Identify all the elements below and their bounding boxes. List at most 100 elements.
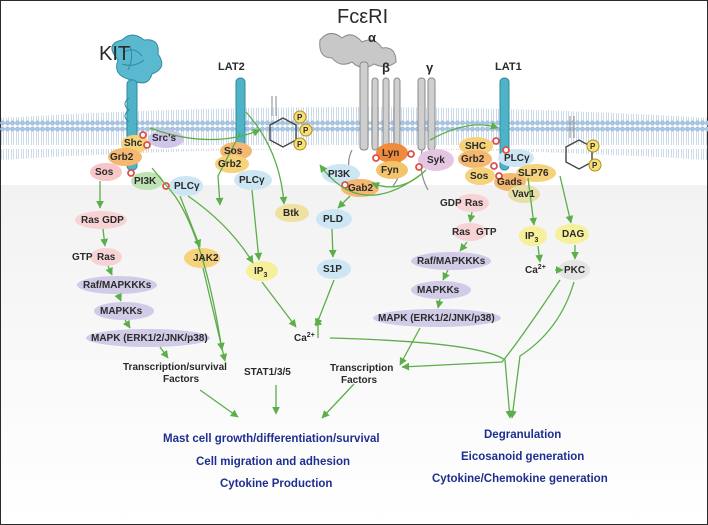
phospho-1: P: [297, 113, 303, 122]
outcome-left-3: Cytokine Production: [220, 478, 332, 490]
outcome-left-2: Cell migration and adhesion: [196, 456, 350, 468]
gab2-label: Gab2: [348, 183, 373, 194]
pip2-lipid-left: [269, 96, 313, 151]
lat1-tf-label-1: Transcription: [330, 363, 393, 374]
alpha-label: α: [368, 30, 376, 45]
kit-mapkks-label: MAPKKs: [100, 306, 143, 317]
phospho-3: P: [297, 140, 303, 149]
outcome-right-2: Eicosanoid generation: [461, 451, 584, 463]
dag-blob: [555, 224, 589, 244]
lat1-rasgdp-blob: [455, 194, 489, 212]
vav1-label: Vav1: [512, 189, 535, 200]
pkc-blob: [558, 260, 590, 280]
lat1-ca-sup: 2+: [538, 264, 546, 271]
kit-plcg-label: PLCγ: [174, 181, 200, 192]
kit-grb2-blob: [108, 148, 142, 166]
lat1-mapk-blob: [373, 309, 501, 327]
kit-gtp-label: GTP: [72, 252, 93, 263]
lat1-sos-blob: [465, 167, 495, 185]
fceri-pi3k-label: PI3K: [328, 169, 351, 180]
lat1-shc-blob: [459, 137, 493, 155]
cytoplasm: [0, 185, 708, 525]
center-ca-base: Ca: [294, 333, 307, 344]
pip2-lipid-right: [565, 116, 602, 172]
lat1-ras-blob: [453, 223, 487, 241]
kit-ras-blob: [90, 248, 122, 266]
slp76-label: SLP76: [518, 168, 549, 179]
kit-raf-blob: [77, 276, 157, 294]
lat2-ip3-blob: [246, 261, 278, 281]
kit-raf-label: Raf/MAPKKKs: [83, 280, 152, 291]
signal-arrows: [96, 111, 579, 419]
lat2-label: LAT2: [218, 61, 245, 73]
kit-tf-label-1: Transcription/survival: [123, 362, 227, 373]
kit-sos-blob: [90, 163, 122, 181]
kit-grb2-label: Grb2: [110, 152, 134, 163]
dag-label: DAG: [562, 229, 584, 240]
kit-mapkks-blob: [94, 302, 154, 320]
lat1-ip3-base: IP: [525, 231, 535, 242]
lat1-mapkks-label: MAPKKs: [417, 285, 460, 296]
pkc-label: PKC: [564, 265, 585, 276]
phospho-sites: [127, 131, 510, 190]
lat2-grb2-blob: [215, 155, 249, 173]
lat1-gtp-label: GTP: [476, 227, 497, 238]
lat1-label: LAT1: [495, 61, 522, 73]
phospho-5: P: [592, 161, 598, 170]
lat1-ip3-blob: [519, 226, 547, 246]
lat1-grb2-label: Grb2: [461, 154, 485, 165]
lat2-ip3-base: IP: [254, 266, 264, 277]
gab2-blob: [341, 179, 379, 197]
gamma-label: γ: [426, 60, 434, 75]
kit-src-blob: [148, 130, 184, 148]
syk-blob: [418, 149, 454, 171]
outcome-right-3: Cytokine/Chemokine generation: [432, 473, 608, 485]
cell-membrane: [0, 107, 708, 160]
lat1-raf-blob: [411, 252, 491, 270]
kit-mapk-blob: [86, 329, 210, 347]
kit-label: KIT: [99, 43, 130, 65]
kit-pi3k-blob: [131, 172, 163, 190]
kit-rasgdp-blob: [75, 211, 127, 229]
kit-ras-label: Ras: [97, 252, 116, 263]
fceri-title: FcεRI: [337, 6, 388, 28]
outcome-right-1: Degranulation: [484, 429, 561, 441]
lat2-sos-label: Sos: [224, 146, 243, 157]
s1p-label: S1P: [323, 264, 342, 275]
lat1-shc-label: SHC: [465, 141, 486, 152]
lyn-label: Lyn: [382, 148, 399, 159]
stat-label: STAT1/3/5: [244, 367, 291, 378]
slp76-blob: [516, 164, 556, 182]
lat1-ip3-label: IP3: [525, 231, 538, 244]
lat2-ip3-label: IP3: [254, 266, 267, 279]
lat1-grb2-blob: [458, 150, 492, 168]
btk-blob: [275, 204, 309, 222]
kit-rasgdp-label: Ras GDP: [81, 215, 124, 226]
btk-label: Btk: [283, 208, 300, 219]
lat2-plcg-blob: [234, 170, 272, 190]
phospho-2: P: [303, 126, 309, 135]
kit-sos-label: Sos: [95, 167, 114, 178]
gads-label: Gads: [497, 177, 522, 188]
lat1-ca-label: Ca2+: [525, 264, 546, 276]
s1p-blob: [317, 259, 351, 279]
lat1-ras-label: Ras: [452, 227, 471, 238]
lat2-grb2-label: Grb2: [218, 159, 242, 170]
lat1-sos-label: Sos: [470, 171, 489, 182]
fyn-blob: [376, 161, 408, 179]
lat1-raf-label: Raf/MAPKKKs: [417, 256, 486, 267]
lyn-blob: [376, 143, 408, 163]
jak2-label: JAK2: [193, 253, 219, 264]
center-ca-sup: 2+: [307, 332, 315, 339]
kit-mapk-label: MAPK (ERK1/2/JNK/p38): [91, 333, 208, 344]
kit-tf-label-2: Factors: [163, 374, 200, 385]
kit-pi3k-label: PI3K: [134, 176, 157, 187]
pld-blob: [316, 209, 352, 229]
lat1-mapk-label: MAPK (ERK1/2/JNK/p38): [378, 313, 495, 324]
lat2-ip3-sub: 3: [263, 272, 267, 279]
beta-label: β: [382, 60, 390, 75]
lat1-ca-base: Ca: [525, 265, 538, 276]
outcome-left-1: Mast cell growth/differentiation/surviva…: [163, 433, 380, 445]
kit-src-label: Src's: [152, 133, 177, 144]
